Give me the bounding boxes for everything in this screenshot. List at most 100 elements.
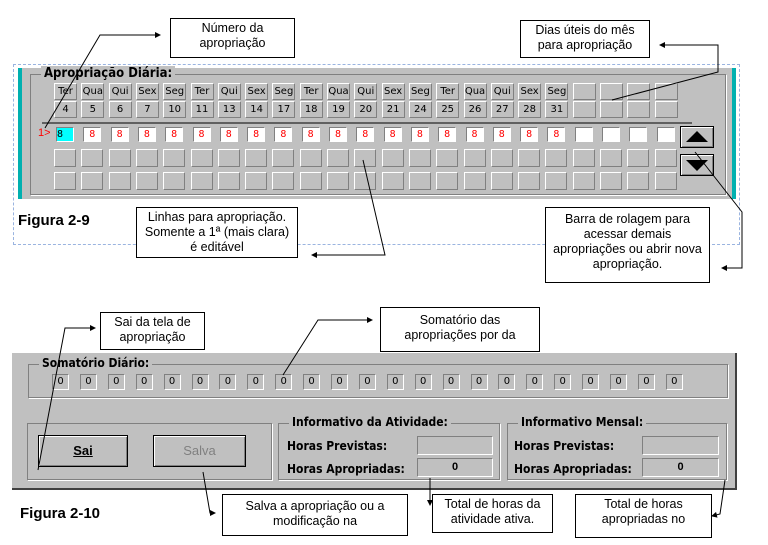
- hours-input[interactable]: 8: [547, 127, 566, 142]
- sai-button[interactable]: Sai: [38, 435, 128, 467]
- locked-cell: [490, 149, 513, 167]
- locked-cell: [245, 149, 268, 167]
- date-header: 31: [545, 101, 569, 118]
- hours-input[interactable]: 8: [110, 127, 129, 142]
- selection-frame: [13, 64, 740, 245]
- daily-total: 0: [303, 374, 321, 390]
- callout-total-mensal: Total de horas apropriadas no: [575, 494, 712, 538]
- weekday-header: Ter: [436, 83, 460, 100]
- hours-input[interactable]: 8: [274, 127, 293, 142]
- daily-total: 0: [386, 374, 404, 390]
- locked-cell: [108, 149, 131, 167]
- salva-button[interactable]: Salva: [153, 435, 246, 467]
- daily-total: 0: [191, 374, 209, 390]
- scroll-up-button[interactable]: [680, 126, 714, 148]
- callout-barra: Barra de rolagem para acessar demais apr…: [545, 207, 710, 283]
- date-header: 26: [463, 101, 487, 118]
- date-header: 5: [81, 101, 105, 118]
- weekday-header: [572, 83, 596, 100]
- locked-cell: [381, 149, 404, 167]
- hours-input[interactable]: 8: [165, 127, 184, 142]
- date-header: 13: [217, 101, 241, 118]
- apropriacao-group: Apropriação Diária:: [30, 66, 726, 195]
- date-header: 10: [163, 101, 187, 118]
- date-header: 11: [190, 101, 214, 118]
- weekday-header: Ter: [54, 83, 77, 100]
- date-header: 7: [135, 101, 159, 118]
- row-marker: 1>: [38, 127, 51, 139]
- locked-cell: [81, 172, 104, 190]
- locked-cell: [245, 172, 268, 190]
- hours-input[interactable]: [574, 127, 593, 142]
- callout-salva: Salva a apropriação ou a modificação na: [222, 494, 408, 536]
- hours-input[interactable]: 8: [356, 127, 375, 142]
- hours-input[interactable]: 8: [137, 127, 156, 142]
- daily-total: 0: [219, 374, 237, 390]
- group-title: Apropriação Diária:: [41, 66, 176, 81]
- weekday-header: [600, 83, 623, 100]
- date-header: 18: [299, 101, 323, 118]
- date-header: 14: [245, 101, 269, 118]
- callout-numero: Número da apropriação: [170, 18, 295, 58]
- hours-input[interactable]: [602, 127, 620, 142]
- hours-input[interactable]: 8: [410, 127, 429, 142]
- hours-input[interactable]: 8: [383, 127, 402, 142]
- atividade-horas-previstas: [417, 436, 493, 455]
- locked-cell: [354, 149, 377, 167]
- locked-cell: [190, 149, 213, 167]
- weekday-header: Seg: [272, 83, 296, 100]
- hours-input[interactable]: 8: [465, 127, 484, 142]
- locked-cell: [545, 149, 568, 167]
- daily-total: 0: [442, 374, 460, 390]
- locked-cell: [463, 149, 486, 167]
- hours-input[interactable]: 8: [192, 127, 211, 142]
- date-header: 21: [381, 101, 405, 118]
- daily-total: 0: [107, 374, 125, 390]
- weekday-header: Ter: [190, 83, 214, 100]
- locked-cell: [627, 172, 650, 190]
- weekday-header: Qua: [81, 83, 105, 100]
- locked-cell: [135, 172, 158, 190]
- hours-input[interactable]: 8: [83, 127, 102, 142]
- locked-cell: [190, 172, 213, 190]
- hours-input[interactable]: 8: [492, 127, 511, 142]
- atividade-horas-apropriadas: 0: [417, 458, 493, 477]
- weekday-header: Seg: [545, 83, 569, 100]
- hours-input[interactable]: 8: [247, 127, 266, 142]
- daily-total: 0: [582, 374, 600, 390]
- date-header: [572, 101, 596, 118]
- hours-input[interactable]: 8: [438, 127, 457, 142]
- hours-input[interactable]: 8: [56, 127, 74, 142]
- hours-input[interactable]: 8: [219, 127, 238, 142]
- locked-cell: [408, 172, 431, 190]
- hours-input[interactable]: [629, 127, 648, 142]
- date-header: 28: [518, 101, 542, 118]
- date-header: [654, 101, 678, 118]
- weekday-header: Ter: [299, 83, 323, 100]
- hours-input[interactable]: 8: [520, 127, 539, 142]
- locked-cell: [163, 172, 186, 190]
- callout-linhas: Linhas para apropriação. Somente a 1ª (m…: [136, 207, 298, 258]
- daily-total: 0: [554, 374, 572, 390]
- locked-cell: [327, 172, 349, 190]
- locked-cell: [81, 149, 104, 167]
- hours-input[interactable]: [656, 127, 675, 142]
- locked-cell: [600, 172, 622, 190]
- locked-cell: [654, 149, 677, 167]
- locked-cell: [54, 172, 76, 190]
- daily-total: 0: [665, 374, 683, 390]
- daily-total: 0: [610, 374, 627, 390]
- locked-cell: [436, 149, 459, 167]
- locked-cell: [354, 172, 377, 190]
- locked-cell: [272, 149, 295, 167]
- date-header: 27: [490, 101, 514, 118]
- locked-cell: [217, 149, 240, 167]
- hours-input[interactable]: 8: [329, 127, 347, 142]
- daily-total: 0: [163, 374, 181, 390]
- mensal-horas-previstas: [642, 436, 719, 455]
- weekday-header: Qui: [354, 83, 378, 100]
- locked-cell: [627, 149, 650, 167]
- weekday-header: Qua: [327, 83, 350, 100]
- hours-input[interactable]: 8: [301, 127, 320, 142]
